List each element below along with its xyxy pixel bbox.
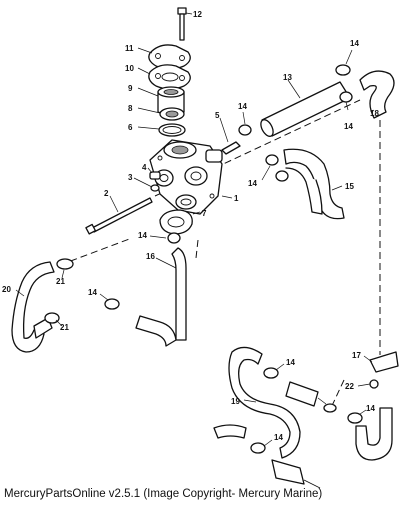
part-22-fitting[interactable] <box>357 379 379 389</box>
callout-4: 4 <box>142 163 147 172</box>
drain-fitting-upper[interactable] <box>285 381 337 413</box>
callout-22: 22 <box>345 382 354 391</box>
lower-right-hose[interactable] <box>355 407 393 461</box>
callout-14-c: 14 <box>238 102 247 111</box>
hose-clamps[interactable] <box>44 49 367 454</box>
callout-5: 5 <box>215 111 220 120</box>
part-18-elbow-hose[interactable] <box>359 70 395 119</box>
part-8-seal[interactable] <box>137 107 185 121</box>
part-5-fitting[interactable] <box>219 117 241 155</box>
part-1-thermostat-housing[interactable] <box>149 139 233 215</box>
part-15-s-hose[interactable] <box>283 148 345 220</box>
callout-14-h: 14 <box>366 404 375 413</box>
image-caption: MercuryPartsOnline v2.5.1 (Image Copyrig… <box>4 488 323 500</box>
callout-8: 8 <box>128 104 133 113</box>
callout-1: 1 <box>234 194 239 203</box>
callout-13: 13 <box>283 73 292 82</box>
callout-21-a: 21 <box>56 277 65 286</box>
callout-20: 20 <box>2 285 11 294</box>
callout-9: 9 <box>128 84 133 93</box>
callout-14-g: 14 <box>286 358 295 367</box>
callout-12: 12 <box>193 10 202 19</box>
callout-labels: 12 11 10 9 8 6 5 4 3 2 1 7 13 14 14 18 1… <box>2 10 379 442</box>
callout-21-b: 21 <box>60 323 69 332</box>
callout-3: 3 <box>128 173 133 182</box>
callout-14-e: 14 <box>138 231 147 240</box>
part-10-gasket[interactable] <box>137 64 191 90</box>
part-16-long-hose[interactable] <box>135 247 187 347</box>
callout-19: 19 <box>231 397 240 406</box>
callout-7: 7 <box>202 209 207 218</box>
part-11-cover[interactable] <box>137 44 191 70</box>
callout-14-d: 14 <box>248 179 257 188</box>
callout-11: 11 <box>125 44 134 53</box>
part-6-o-ring[interactable] <box>137 123 186 137</box>
callout-10: 10 <box>125 64 134 73</box>
callout-14-f: 14 <box>88 288 97 297</box>
drain-fitting-lower[interactable] <box>271 459 321 489</box>
callout-15: 15 <box>345 182 354 191</box>
callout-14-i: 14 <box>274 433 283 442</box>
callout-6: 6 <box>128 123 133 132</box>
routing-lines <box>59 99 381 411</box>
part-4-plug[interactable] <box>147 167 161 180</box>
callout-16: 16 <box>146 252 155 261</box>
part-13-hose[interactable] <box>258 79 351 138</box>
callout-14-b: 14 <box>344 122 353 131</box>
part-7-gasket[interactable] <box>159 209 201 235</box>
part-3-washer[interactable] <box>133 177 160 192</box>
part-20-lower-hose[interactable] <box>11 261 55 353</box>
part-19-lower-s-hose[interactable] <box>213 346 301 459</box>
part-12-bolt[interactable] <box>177 7 193 41</box>
callout-14-a: 14 <box>350 39 359 48</box>
callout-2: 2 <box>104 189 109 198</box>
callout-17: 17 <box>352 351 361 360</box>
part-2-long-bolt[interactable] <box>85 195 153 235</box>
callout-18: 18 <box>370 109 379 118</box>
part-17-clip[interactable] <box>363 351 399 373</box>
